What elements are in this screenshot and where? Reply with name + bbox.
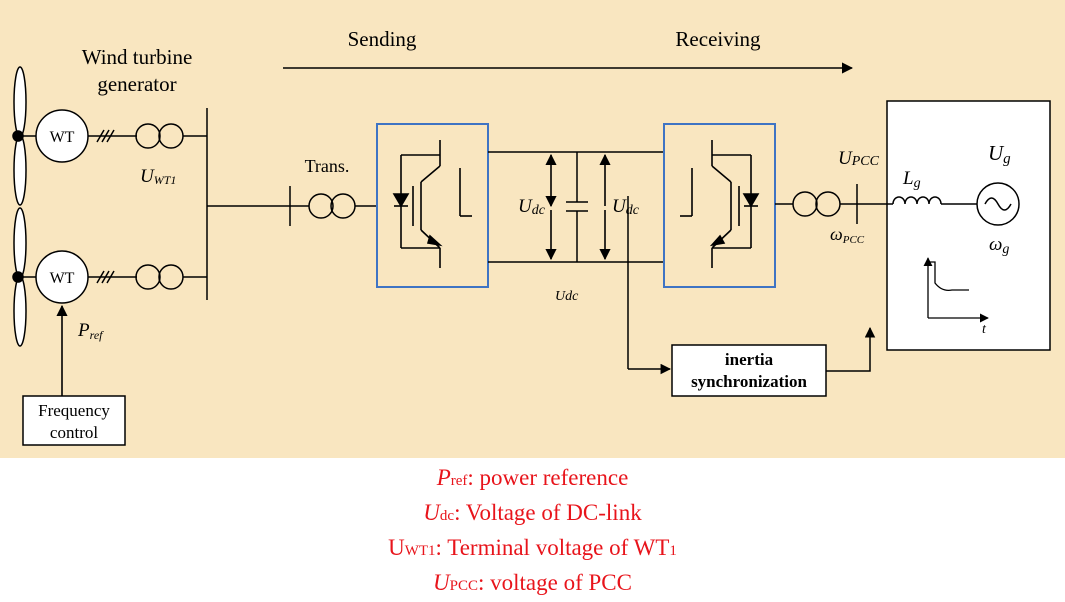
wind-turbine-2: [12, 207, 207, 347]
collector-bus: [206, 108, 377, 300]
frequency-response-plot: [923, 257, 989, 323]
receiving-converter: [663, 123, 776, 288]
receiving-igbt-symbol: [680, 140, 760, 268]
inertia-synchronization-box: [671, 344, 827, 397]
wind-power-system-diagram: Sending Receiving Wind turbine generator…: [0, 0, 1065, 458]
legend-upcc: UPCC: voltage of PCC: [433, 570, 632, 595]
pref-label: Pref: [77, 320, 104, 342]
t-axis-label: t: [982, 322, 987, 337]
wg-label: ωg: [989, 234, 1009, 257]
dc-link: [488, 151, 664, 369]
sending-label: Sending: [348, 27, 417, 51]
wpcc-label: ωPCC: [830, 224, 865, 246]
lg-label: Lg: [902, 168, 921, 191]
uwt1-label: UWT1: [140, 166, 176, 187]
udc-label-1: Udc: [518, 196, 546, 218]
wt1-label: WT: [50, 129, 75, 146]
sending-converter: [376, 123, 489, 288]
frequency-control-box: [22, 395, 126, 446]
inertia-line1: inertia: [725, 350, 774, 369]
receiving-label: Receiving: [675, 27, 761, 51]
legend-uwt1: UWT1: Terminal voltage of WT1: [388, 535, 677, 560]
frequency-control-line2: control: [50, 423, 98, 442]
sending-igbt-symbol: [392, 140, 472, 268]
wt2-label: WT: [50, 270, 75, 287]
inertia-to-grid-arrow: [826, 326, 876, 372]
symbol-legend: Pref: power reference Udc: Voltage of DC…: [0, 462, 1065, 602]
trans-label: Trans.: [305, 156, 350, 176]
wind-turbine-1: [12, 66, 207, 206]
legend-udc: Udc: Voltage of DC-link: [423, 500, 642, 525]
legend-pref: Pref: power reference: [436, 465, 629, 490]
upcc-label: UPCC: [838, 148, 880, 169]
frequency-control-line1: Frequency: [38, 401, 110, 420]
udc-label-2: Udc: [612, 196, 640, 218]
grid-box: [886, 100, 1051, 351]
inertia-line2: synchronization: [691, 372, 807, 391]
udc-label-bottom: Udc: [555, 289, 579, 304]
wtg-label-line1: Wind turbine: [82, 45, 193, 69]
wtg-label-line2: generator: [97, 72, 176, 96]
grid-box-symbols: [887, 182, 1020, 226]
ug-label: Ug: [988, 141, 1011, 167]
